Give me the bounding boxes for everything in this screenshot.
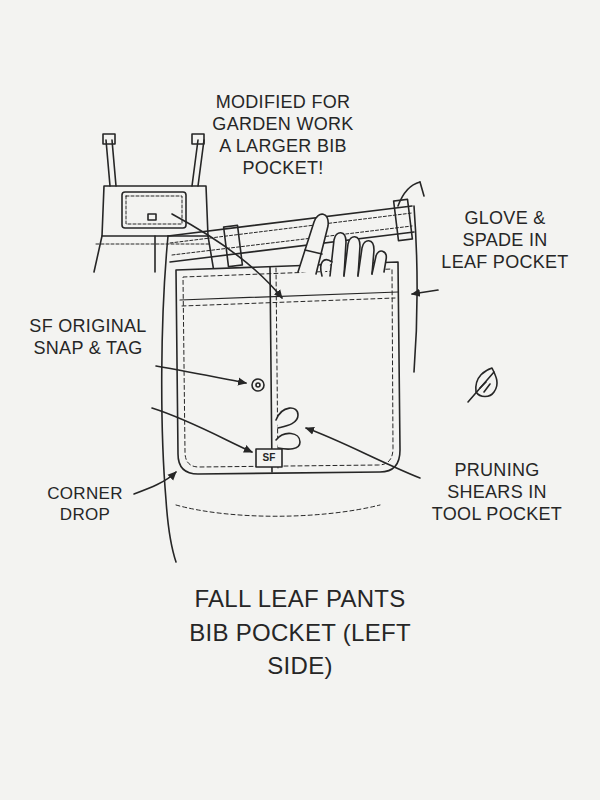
callout-label: SF ORIGINAL SNAP & TAG (26, 316, 150, 360)
diagram-title: FALL LEAF PANTS BIB POCKET (LEFT SIDE) (180, 582, 420, 683)
callout-label: MODIFIED FOR GARDEN WORK A LARGER BIB PO… (210, 92, 356, 180)
tag-mark: SF (256, 451, 282, 465)
leader-arrows (134, 214, 438, 494)
overalls-sketch (94, 134, 214, 272)
callout-label: CORNER DROP (38, 484, 132, 525)
leaf-icon (468, 368, 497, 402)
callout-label: PRUNING SHEARS IN TOOL POCKET (424, 460, 570, 526)
callout-label: GLOVE & SPADE IN LEAF POCKET (440, 208, 570, 274)
